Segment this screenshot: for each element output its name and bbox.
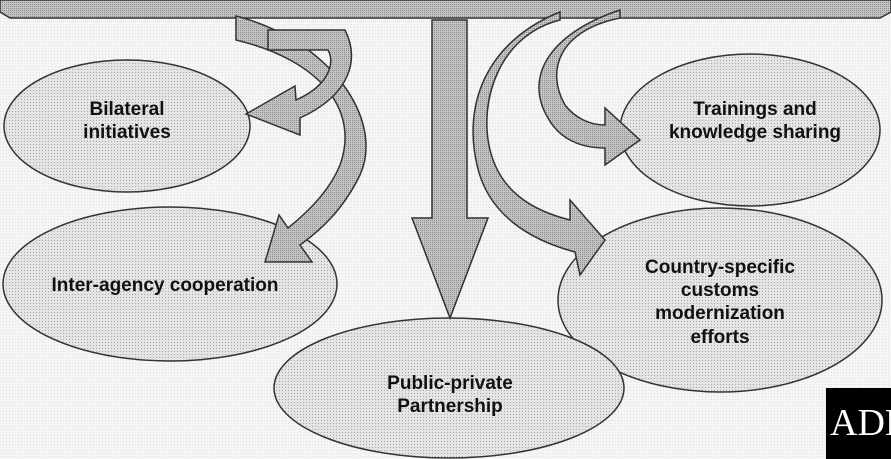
adb-logo: ADB <box>826 388 891 459</box>
node-trainings: Trainings and knowledge sharing <box>640 98 870 144</box>
node-countryspecific-line-4: efforts <box>690 326 750 348</box>
node-countryspecific: Country-specific customs modernization e… <box>600 256 840 349</box>
ellipse-bilateral <box>3 59 251 193</box>
node-ppp-line-2: Partnership <box>397 396 503 418</box>
arrow-curve-countryspecific <box>472 10 606 277</box>
node-countryspecific-line-2: customs <box>680 280 760 302</box>
node-trainings-line-1: Trainings and <box>693 99 817 120</box>
ellipse-ppp <box>273 317 625 459</box>
ellipse-interagency <box>2 206 338 362</box>
node-trainings-line-2: knowledge sharing <box>668 122 842 144</box>
node-ppp-line-1: Public-private <box>387 373 513 394</box>
arrow-curve-bilateral <box>244 29 353 137</box>
node-interagency: Inter-agency cooperation <box>5 274 325 297</box>
ellipse-countryspecific <box>557 207 883 393</box>
top-banner <box>0 0 891 19</box>
arrow-down-center <box>410 19 490 321</box>
node-countryspecific-line-1: Country-specific <box>645 257 795 278</box>
arrow-curve-trainings <box>538 8 642 167</box>
node-bilateral-line-1: Bilateral <box>89 99 165 120</box>
node-interagency-line-1: Inter-agency cooperation <box>51 275 279 296</box>
node-bilateral-line-2: initiatives <box>83 122 171 144</box>
node-ppp: Public-private Partnership <box>340 372 560 418</box>
node-bilateral: Bilateral initiatives <box>52 98 202 144</box>
node-countryspecific-line-3: modernization <box>655 303 785 325</box>
